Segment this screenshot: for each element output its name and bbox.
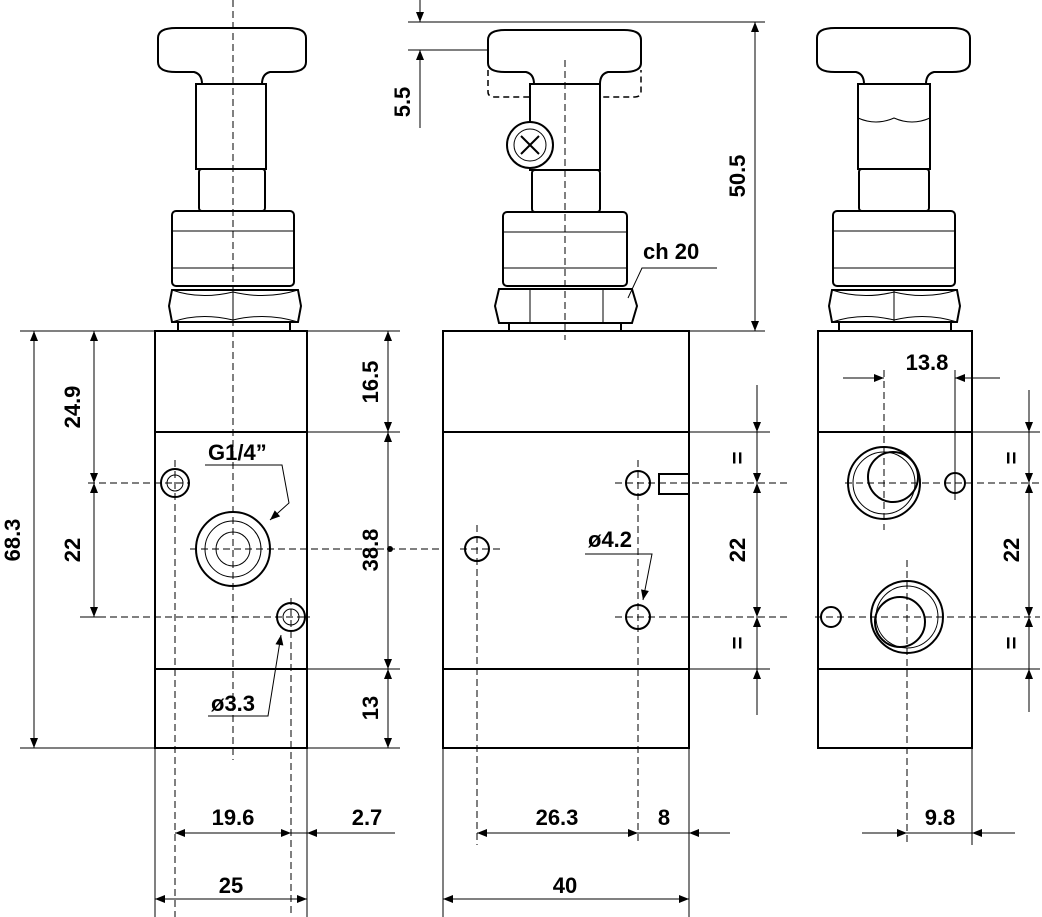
side-valve-body bbox=[442, 330, 690, 749]
right-collar bbox=[858, 168, 930, 212]
dim-22-right: 22 bbox=[999, 538, 1024, 562]
label-g1-4: G1/4” bbox=[208, 440, 267, 465]
dim-13: 13 bbox=[358, 696, 383, 720]
dim-68-3: 68.3 bbox=[0, 519, 25, 562]
front-valve-body bbox=[154, 330, 308, 749]
label-d3-3: ø3.3 bbox=[211, 691, 255, 716]
dim-5-5: 5.5 bbox=[390, 87, 415, 118]
front-collar bbox=[198, 168, 266, 212]
dim-40: 40 bbox=[553, 873, 577, 898]
dim-50-5: 50.5 bbox=[725, 155, 750, 198]
dim-9-8: 9.8 bbox=[925, 805, 956, 830]
equal-mark-right-bottom: = bbox=[999, 637, 1024, 650]
front-stem bbox=[195, 83, 267, 170]
right-stem bbox=[857, 83, 931, 170]
dim-2-7: 2.7 bbox=[352, 805, 383, 830]
equal-mark-top: = bbox=[725, 452, 750, 465]
right-knob bbox=[816, 27, 971, 85]
right-cap bbox=[832, 210, 956, 287]
dim-19-6: 19.6 bbox=[212, 805, 255, 830]
front-knob bbox=[157, 27, 307, 85]
dim-22-side: 22 bbox=[725, 538, 750, 562]
side-knob bbox=[487, 29, 642, 85]
right-view: 13.8 = 22 = 9.8 bbox=[815, 27, 1040, 845]
dim-25: 25 bbox=[219, 873, 243, 898]
side-slot bbox=[658, 473, 690, 495]
dim-13-8: 13.8 bbox=[906, 350, 949, 375]
side-collar bbox=[531, 169, 601, 213]
right-valve-body bbox=[817, 330, 973, 749]
dim-26-3: 26.3 bbox=[536, 805, 579, 830]
equal-mark-right-top: = bbox=[999, 452, 1024, 465]
side-view: 5.5 50.5 ch 20 = 22 = ø4.2 26.3 8 40 bbox=[390, 0, 790, 917]
dim-8: 8 bbox=[658, 805, 670, 830]
dim-24-9: 24.9 bbox=[60, 386, 85, 429]
label-d4-2: ø4.2 bbox=[588, 527, 632, 552]
dim-16-5: 16.5 bbox=[358, 361, 383, 404]
label-ch-20: ch 20 bbox=[643, 239, 699, 264]
dim-22-front: 22 bbox=[60, 538, 85, 562]
front-view: 68.3 24.9 22 16.5 38.8 13 G1/4” ø3.3 19.… bbox=[0, 0, 470, 917]
side-hex-nut bbox=[493, 288, 639, 324]
equal-mark-bottom: = bbox=[725, 637, 750, 650]
dim-38-8: 38.8 bbox=[358, 529, 383, 572]
